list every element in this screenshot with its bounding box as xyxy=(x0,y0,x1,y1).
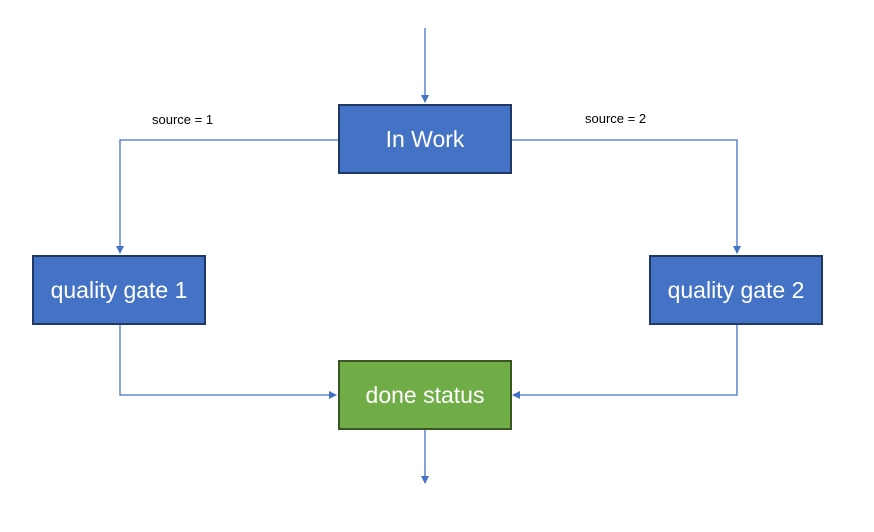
node-in-work: In Work xyxy=(338,104,512,174)
node-done-status: done status xyxy=(338,360,512,430)
node-quality-gate-2: quality gate 2 xyxy=(649,255,823,325)
connector-in-work-to-gate-1 xyxy=(116,139,338,254)
connector-gate-2-to-done xyxy=(512,325,738,399)
connector-gate-1-to-done xyxy=(119,325,337,399)
connector-in-work-to-gate-2 xyxy=(512,139,741,254)
edge-label-source-2: source = 2 xyxy=(585,111,647,126)
node-quality-gate-1: quality gate 1 xyxy=(32,255,206,325)
edge-label-source-1: source = 1 xyxy=(152,112,214,127)
